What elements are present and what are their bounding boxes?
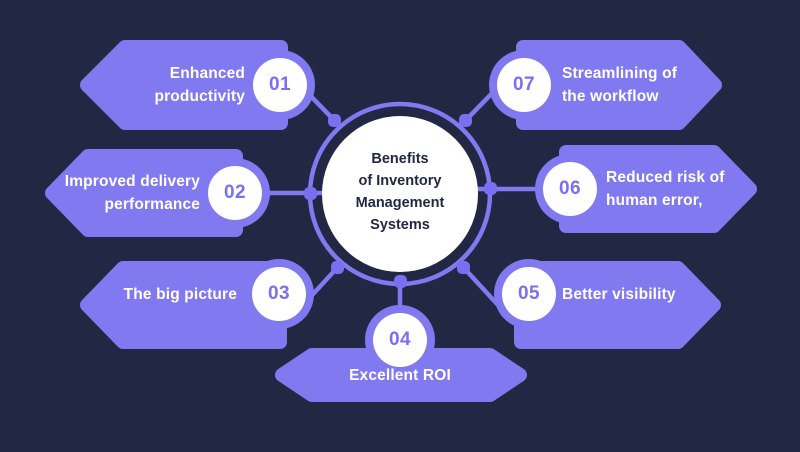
item-shape-06[interactable] <box>535 145 757 233</box>
ring-node-01 <box>328 114 341 127</box>
item-shape-07[interactable] <box>489 40 722 130</box>
item-shape-05[interactable] <box>494 259 721 349</box>
ring-node-02 <box>304 187 317 200</box>
badge-circle-07 <box>497 58 551 112</box>
connector-line-05 <box>461 265 501 308</box>
ring-node-07 <box>459 114 472 127</box>
badge-circle-05 <box>502 267 556 321</box>
badge-circle-06 <box>543 162 597 216</box>
item-shape-04[interactable] <box>275 305 527 402</box>
item-shape-02[interactable] <box>45 149 270 237</box>
item-shape-01[interactable] <box>80 40 315 130</box>
ring-node-03 <box>331 261 344 274</box>
center-hub <box>307 101 493 287</box>
ring-nodes <box>304 114 497 288</box>
badge-circle-03 <box>252 267 306 321</box>
badge-circle-04 <box>373 313 427 367</box>
item-shape-03[interactable] <box>80 259 314 349</box>
ring-node-04 <box>394 275 407 288</box>
badge-circle-02 <box>208 166 262 220</box>
ring-node-05 <box>457 261 470 274</box>
center-disc <box>322 116 478 272</box>
badge-circle-01 <box>253 58 307 112</box>
ring-node-06 <box>484 182 497 195</box>
